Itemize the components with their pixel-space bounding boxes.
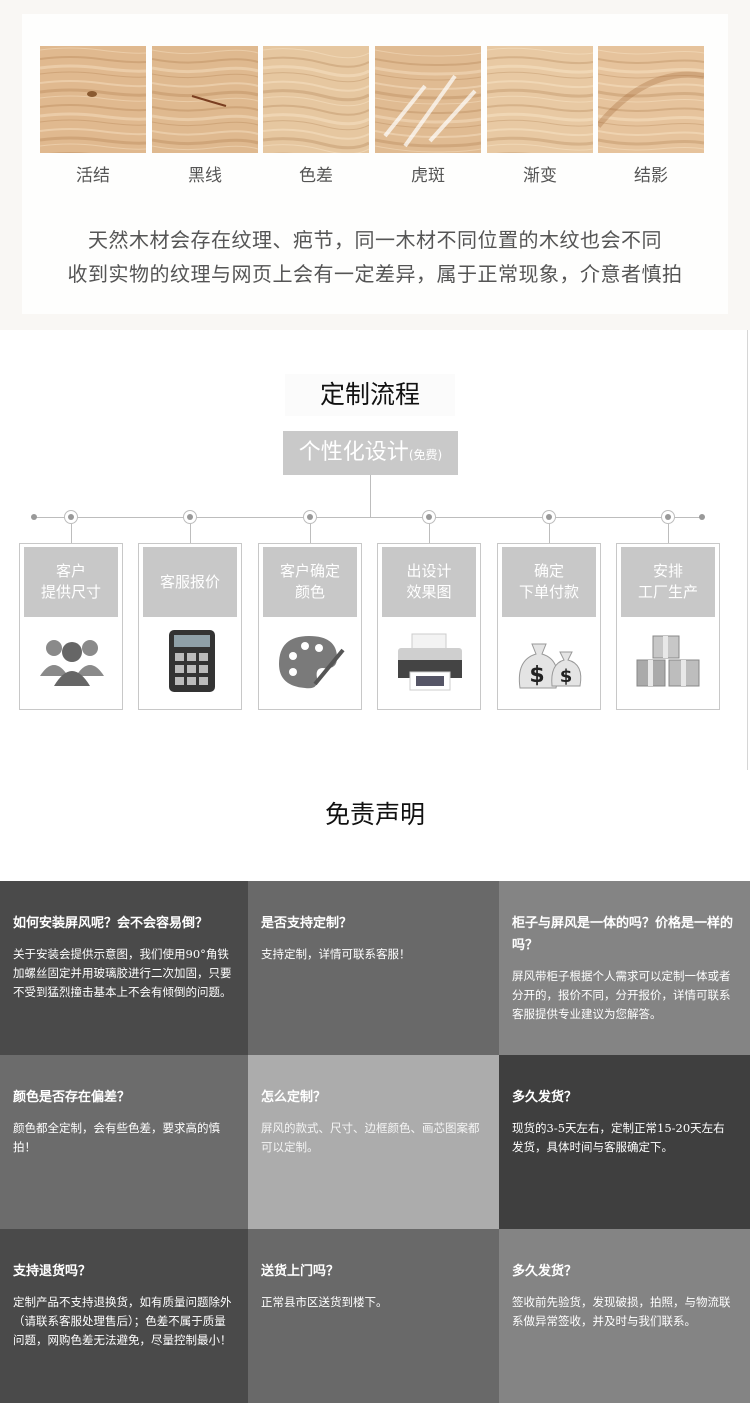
faq-answer: 支持定制，详情可联系客服！ — [261, 947, 411, 961]
flow-line-end — [699, 514, 705, 520]
faq-item: 送货上门吗？ 正常县市区送货到楼下。 — [248, 1229, 499, 1403]
svg-text:$: $ — [529, 663, 544, 688]
flow-line — [34, 517, 702, 518]
faq-item: 如何安装屏风呢？会不会容易倒？ 关于安装会提供示意图，我们使用90°角铁加螺丝固定… — [0, 881, 248, 1055]
disclaimer-title: 免责声明 — [324, 800, 425, 829]
wood-grain-image — [263, 46, 369, 153]
wood-swatch-label: 色差 — [299, 166, 333, 186]
wood-grain-image — [375, 46, 481, 153]
flow-node — [64, 510, 78, 524]
boxes-icon — [629, 626, 709, 696]
flow-drop-line — [190, 524, 191, 544]
faq-answer: 颜色都全定制，会有些色差，要求高的慎拍！ — [13, 1121, 220, 1154]
flow-node — [542, 510, 556, 524]
flow-drop-line — [71, 524, 72, 544]
flow-drop-line — [668, 524, 669, 544]
wood-swatch — [40, 46, 146, 153]
wood-swatch-label: 渐变 — [523, 166, 557, 186]
flow-node — [661, 510, 675, 524]
users-icon — [32, 626, 112, 696]
section-divider — [747, 330, 748, 770]
printer-icon — [390, 626, 470, 696]
faq-item: 颜色是否存在偏差？ 颜色都全定制，会有些色差，要求高的慎拍！ — [0, 1055, 248, 1229]
faq-question: 怎么定制？ — [261, 1090, 327, 1105]
wood-swatch-label: 活结 — [76, 166, 110, 186]
faq-question: 如何安装屏风呢？会不会容易倒？ — [13, 916, 209, 931]
wood-note-line-2: 收到实物的纹理与网页上会有一定差异，属于正常现象，介意者慎拍 — [67, 262, 683, 286]
wood-swatch — [487, 46, 593, 153]
faq-grid: 如何安装屏风呢？会不会容易倒？ 关于安装会提供示意图，我们使用90°角铁加螺丝固定… — [0, 881, 750, 1403]
wood-swatch — [263, 46, 369, 153]
faq-answer: 屏风的款式、尺寸、边框颜色、画芯图案都可以定制。 — [261, 1121, 480, 1154]
step-label: 出设计 效果图 — [382, 547, 476, 617]
process-step: 确定 下单付款$$ — [497, 543, 601, 710]
calculator-icon — [151, 626, 231, 696]
faq-item: 多久发货？ 现货的3-5天左右，定制正常15-20天左右发货，具体时间与客服确定下… — [499, 1055, 750, 1229]
process-title: 定制流程 — [285, 374, 455, 416]
faq-answer: 正常县市区送货到楼下。 — [261, 1295, 388, 1309]
flow-node — [422, 510, 436, 524]
flow-drop-line — [310, 524, 311, 544]
wood-texture-section: 活结 黑线 色差 虎斑 渐变 结影 天然木材会存在纹理、疤节，同一木材不同位置的木纹也会不… — [0, 0, 750, 330]
wood-grain-image — [152, 46, 258, 153]
process-step: 客户确定 颜色 — [258, 543, 362, 710]
svg-text:$: $ — [560, 666, 573, 687]
palette-icon — [271, 626, 351, 696]
step-label: 客服报价 — [143, 547, 237, 617]
faq-answer: 定制产品不支持退换货，如有质量问题除外（请联系客服处理售后）；色差不属于质量问题… — [13, 1295, 232, 1347]
faq-item: 怎么定制？ 屏风的款式、尺寸、边框颜色、画芯图案都可以定制。 — [248, 1055, 499, 1229]
faq-question: 颜色是否存在偏差？ — [13, 1090, 131, 1105]
design-box: 个性化设计(免费) — [283, 431, 458, 475]
flow-line-end — [31, 514, 37, 520]
faq-question: 多久发货？ — [512, 1090, 578, 1105]
wood-swatch — [598, 46, 704, 153]
step-label: 安排 工厂生产 — [621, 547, 715, 617]
step-label: 确定 下单付款 — [502, 547, 596, 617]
design-note: (免费) — [408, 448, 443, 462]
faq-question: 支持退货吗？ — [13, 1264, 92, 1279]
wood-texture-panel: 活结 黑线 色差 虎斑 渐变 结影 天然木材会存在纹理、疤节，同一木材不同位置的木纹也会不… — [22, 14, 728, 314]
flow-drop-line — [549, 524, 550, 544]
process-step: 客户 提供尺寸 — [19, 543, 123, 710]
faq-item: 支持退货吗？ 定制产品不支持退换货，如有质量问题除外（请联系客服处理售后）；色差不… — [0, 1229, 248, 1403]
wood-swatch — [152, 46, 258, 153]
step-label: 客户确定 颜色 — [263, 547, 357, 617]
faq-answer: 屏风带柜子根据个人需求可以定制一体或者分开的，报价不同，分开报价，详情可联系客服… — [512, 969, 731, 1021]
faq-item: 多久发货？ 签收前先验货，发现破损，拍照，与物流联系做异常签收，并及时与我们联系。 — [499, 1229, 750, 1403]
faq-question: 多久发货？ — [512, 1264, 578, 1279]
flow-connector — [370, 475, 371, 517]
wood-swatch-label: 黑线 — [188, 166, 222, 186]
money-bag-icon: $$ — [510, 626, 590, 696]
faq-answer: 签收前先验货，发现破损，拍照，与物流联系做异常签收，并及时与我们联系。 — [512, 1295, 731, 1328]
flow-drop-line — [429, 524, 430, 544]
flow-node — [303, 510, 317, 524]
faq-item: 柜子与屏风是一体的吗？价格是一样的吗？ 屏风带柜子根据个人需求可以定制一体或者分开… — [499, 881, 750, 1055]
faq-answer: 现货的3-5天左右，定制正常15-20天左右发货，具体时间与客服确定下。 — [512, 1121, 725, 1154]
wood-grain-image — [598, 46, 704, 153]
step-label: 客户 提供尺寸 — [24, 547, 118, 617]
faq-question: 送货上门吗？ — [261, 1264, 340, 1279]
design-label: 个性化设计 — [298, 440, 409, 465]
faq-question: 是否支持定制？ — [261, 916, 353, 931]
process-step: 出设计 效果图 — [377, 543, 481, 710]
faq-question: 柜子与屏风是一体的吗？价格是一样的吗？ — [512, 916, 734, 953]
wood-grain-image — [40, 46, 146, 153]
flow-node — [183, 510, 197, 524]
wood-swatch-label: 虎斑 — [411, 166, 445, 186]
faq-answer: 关于安装会提供示意图，我们使用90°角铁加螺丝固定并用玻璃胶进行二次加固，只要不… — [13, 947, 232, 999]
faq-item: 是否支持定制？ 支持定制，详情可联系客服！ — [248, 881, 499, 1055]
wood-swatch — [375, 46, 481, 153]
wood-note-line-1: 天然木材会存在纹理、疤节，同一木材不同位置的木纹也会不同 — [88, 228, 662, 252]
wood-grain-image — [487, 46, 593, 153]
process-step: 客服报价 — [138, 543, 242, 710]
wood-swatch-label: 结影 — [634, 166, 668, 186]
process-step: 安排 工厂生产 — [616, 543, 720, 710]
